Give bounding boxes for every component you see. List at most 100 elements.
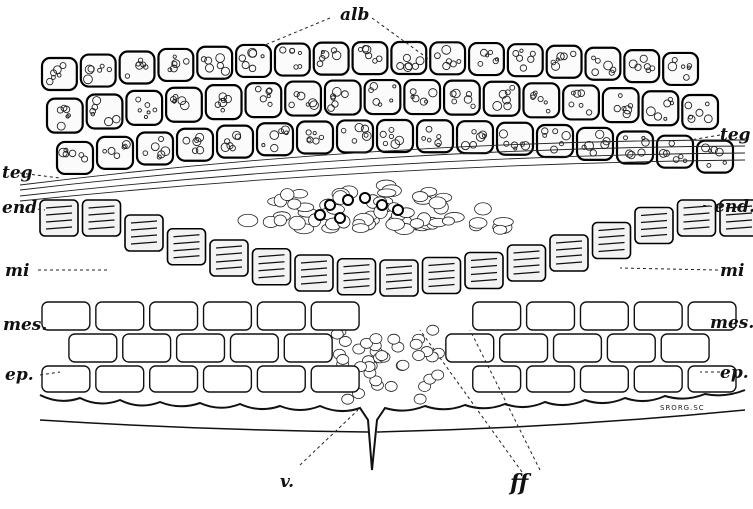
vascular-cell bbox=[274, 215, 286, 226]
albumen-cell bbox=[404, 80, 440, 114]
albumen-cell bbox=[444, 81, 480, 115]
end-cell bbox=[380, 260, 418, 296]
label-v: v. bbox=[280, 472, 294, 492]
vascular-cell bbox=[342, 394, 354, 404]
albumen-cell-layer bbox=[42, 42, 733, 174]
albumen-cell bbox=[197, 47, 232, 79]
mesophyll-cell bbox=[177, 334, 225, 362]
vascular-cell bbox=[289, 216, 305, 230]
mesophyll-cell bbox=[42, 302, 90, 330]
mesophyll-cell bbox=[96, 302, 144, 330]
albumen-cell bbox=[217, 126, 253, 158]
label-teg-right: teg bbox=[720, 125, 751, 145]
albumen-cell bbox=[166, 88, 202, 122]
end-cell bbox=[465, 253, 503, 289]
vascular-cell bbox=[386, 218, 405, 230]
vascular-cell bbox=[410, 219, 424, 229]
vascular-cell bbox=[376, 351, 388, 361]
vascular-cell bbox=[397, 360, 409, 370]
vascular-cell bbox=[494, 217, 514, 226]
label-ep-right: ep. bbox=[720, 363, 749, 383]
mesophyll-cell-layer bbox=[42, 302, 736, 392]
mesophyll-cell bbox=[257, 366, 305, 392]
vessel bbox=[393, 205, 403, 215]
albumen-cell bbox=[523, 83, 559, 117]
label-ff: ff bbox=[508, 470, 532, 496]
mesophyll-cell bbox=[311, 302, 359, 330]
vessel bbox=[325, 200, 335, 210]
albumen-cell bbox=[158, 49, 193, 81]
label-alb: alb bbox=[340, 5, 369, 25]
mesophyll-cell bbox=[69, 334, 117, 362]
end-cell bbox=[423, 258, 461, 294]
end-cell bbox=[210, 240, 248, 276]
end-cell bbox=[508, 245, 546, 281]
albumen-cell bbox=[682, 95, 718, 129]
vessel bbox=[360, 193, 370, 203]
end-cell bbox=[678, 200, 716, 236]
vascular-cell bbox=[410, 339, 422, 349]
mesophyll-cell bbox=[527, 302, 575, 330]
end-cell bbox=[635, 208, 673, 244]
label-mes-left: mes. bbox=[3, 315, 47, 335]
albumen-cell bbox=[314, 43, 349, 75]
vascular-cell bbox=[414, 394, 426, 404]
vessel bbox=[315, 210, 325, 220]
mesophyll-cell bbox=[123, 334, 171, 362]
label-end-left: end bbox=[2, 198, 37, 218]
label-mi-left: mi bbox=[5, 261, 29, 281]
vessel bbox=[377, 200, 387, 210]
mesophyll-cell bbox=[230, 334, 278, 362]
vessel bbox=[335, 213, 345, 223]
mesophyll-cell bbox=[661, 334, 709, 362]
mesophyll-cell bbox=[500, 334, 548, 362]
albumen-cell bbox=[81, 55, 116, 87]
vascular-cell bbox=[337, 354, 349, 364]
mesophyll-cell bbox=[257, 302, 305, 330]
mesophyll-cell bbox=[580, 302, 628, 330]
epidermis-outline bbox=[40, 390, 745, 470]
mesophyll-cell bbox=[473, 302, 521, 330]
vascular-cell bbox=[442, 217, 454, 225]
label-ep-left: ep. bbox=[5, 365, 34, 385]
albumen-cell bbox=[547, 46, 582, 78]
vascular-cell bbox=[475, 203, 492, 215]
vascular-cell bbox=[378, 189, 396, 197]
mesophyll-cell bbox=[607, 334, 655, 362]
label-mes-right: mes. bbox=[710, 313, 753, 333]
albumen-cell bbox=[508, 44, 543, 76]
vascular-cell bbox=[370, 334, 382, 344]
vascular-cell bbox=[432, 370, 444, 380]
end-cell bbox=[168, 229, 206, 265]
albumen-cell bbox=[126, 91, 162, 125]
albumen-cell bbox=[137, 132, 173, 164]
end-cell bbox=[593, 223, 631, 259]
end-cell bbox=[295, 255, 333, 291]
albumen-cell bbox=[603, 88, 639, 122]
albumen-cell bbox=[42, 58, 77, 90]
end-cell bbox=[40, 200, 78, 236]
vascular-cell bbox=[238, 214, 258, 226]
mesophyll-cell bbox=[527, 366, 575, 392]
vessel bbox=[343, 195, 353, 205]
albumen-cell bbox=[297, 122, 333, 154]
albumen-cell bbox=[120, 52, 155, 84]
vascular-cell bbox=[412, 192, 427, 202]
mesophyll-cell bbox=[311, 366, 359, 392]
mesophyll-cell bbox=[204, 366, 252, 392]
mesophyll-cell bbox=[204, 302, 252, 330]
albumen-cell bbox=[246, 83, 282, 117]
end-cell bbox=[550, 235, 588, 271]
end-cell bbox=[338, 259, 376, 295]
vascular-cell bbox=[339, 336, 351, 346]
vascular-cell bbox=[280, 189, 294, 201]
albumen-cell bbox=[97, 137, 133, 169]
mesophyll-cell bbox=[42, 366, 90, 392]
label-end-right: end. bbox=[714, 197, 753, 217]
albumen-cell bbox=[391, 42, 426, 74]
albumen-cell bbox=[377, 120, 413, 152]
vascular-cell bbox=[427, 325, 439, 335]
vascular-cell bbox=[385, 381, 397, 391]
mesophyll-cell bbox=[634, 366, 682, 392]
